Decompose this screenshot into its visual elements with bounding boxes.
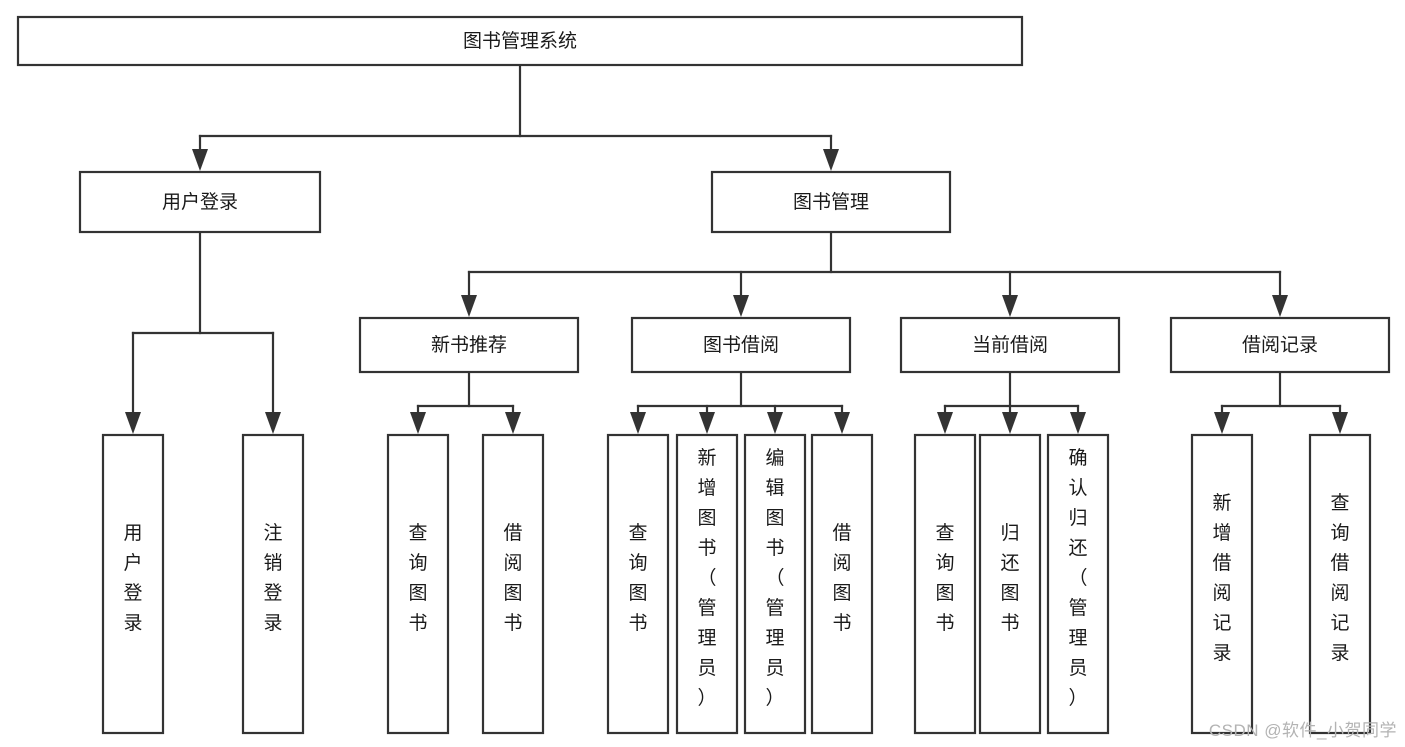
- node-box-leaf-query-record: [1308, 433, 1372, 735]
- arrow-head-icon: [1272, 295, 1288, 317]
- node-leaf-query-book-1[interactable]: 查询图书: [386, 433, 450, 735]
- node-leaf-query-book-3[interactable]: 查询图书: [913, 433, 977, 735]
- node-box-leaf-borrow-book-2: [810, 433, 874, 735]
- node-label-leaf-query-book-1: 查询图书: [408, 522, 427, 634]
- node-label-book-manage: 图书管理: [793, 191, 869, 213]
- arrow-head-icon: [1214, 412, 1230, 434]
- node-box-leaf-confirm-return: [1046, 433, 1110, 735]
- conn-book-manage-fan: [461, 230, 1288, 317]
- node-leaf-add-record[interactable]: 新增借阅记录: [1190, 433, 1254, 735]
- connectors-layer: [125, 63, 1348, 434]
- conn-user-login-fan: [125, 230, 281, 434]
- node-label-book-borrow: 图书借阅: [703, 334, 779, 356]
- conn-current-fan: [937, 370, 1086, 434]
- node-new-book-recommend[interactable]: 新书推荐: [358, 316, 580, 374]
- node-box-current-borrow: [899, 316, 1121, 374]
- node-label-user-login: 用户登录: [162, 191, 238, 213]
- node-box-leaf-add-book: [675, 433, 739, 735]
- node-leaf-borrow-book-2[interactable]: 借阅图书: [810, 433, 874, 735]
- node-label-borrow-record: 借阅记录: [1242, 334, 1318, 356]
- node-label-leaf-return-book: 归还图书: [1000, 522, 1019, 634]
- arrow-head-icon: [1070, 412, 1086, 434]
- node-leaf-add-book[interactable]: 新增图书（管理员）: [675, 433, 739, 735]
- node-box-new-book-recommend: [358, 316, 580, 374]
- node-label-leaf-borrow-book-2: 借阅图书: [832, 522, 851, 634]
- node-label-leaf-add-book: 新增图书（管理员）: [697, 447, 716, 709]
- node-box-leaf-query-book-2: [606, 433, 670, 735]
- node-box-root: [16, 15, 1024, 67]
- node-label-leaf-query-book-3: 查询图书: [935, 522, 954, 634]
- conn-record-fan: [1214, 370, 1348, 434]
- node-leaf-query-record[interactable]: 查询借阅记录: [1308, 433, 1372, 735]
- node-box-leaf-return-book: [978, 433, 1042, 735]
- node-label-leaf-query-record: 查询借阅记录: [1330, 492, 1349, 664]
- node-book-borrow[interactable]: 图书借阅: [630, 316, 852, 374]
- node-leaf-user-logout[interactable]: 注销登录: [241, 433, 305, 735]
- arrow-head-icon: [265, 412, 281, 434]
- node-box-book-manage: [710, 170, 952, 234]
- arrow-head-icon: [192, 149, 208, 171]
- node-root[interactable]: 图书管理系统: [16, 15, 1024, 67]
- arrow-head-icon: [733, 295, 749, 317]
- arrow-head-icon: [630, 412, 646, 434]
- arrow-head-icon: [125, 412, 141, 434]
- arrow-head-icon: [834, 412, 850, 434]
- arrow-head-icon: [410, 412, 426, 434]
- node-book-manage[interactable]: 图书管理: [710, 170, 952, 234]
- node-leaf-borrow-book-1[interactable]: 借阅图书: [481, 433, 545, 735]
- conn-root-fan: [192, 63, 839, 171]
- node-label-leaf-user-logout: 注销登录: [263, 522, 282, 634]
- arrow-head-icon: [699, 412, 715, 434]
- csdn-watermark: CSDN @软件_小贺同学: [1208, 721, 1397, 740]
- conn-recommend-fan: [410, 370, 521, 434]
- node-leaf-user-login[interactable]: 用户登录: [101, 433, 165, 735]
- nodes-layer: 图书管理系统用户登录图书管理新书推荐图书借阅当前借阅借阅记录用户登录注销登录查询…: [16, 15, 1391, 735]
- node-box-book-borrow: [630, 316, 852, 374]
- arrow-head-icon: [505, 412, 521, 434]
- node-box-borrow-record: [1169, 316, 1391, 374]
- node-box-leaf-query-book-3: [913, 433, 977, 735]
- node-box-leaf-borrow-book-1: [481, 433, 545, 735]
- node-label-leaf-add-record: 新增借阅记录: [1212, 492, 1231, 664]
- arrow-head-icon: [1332, 412, 1348, 434]
- arrow-head-icon: [1002, 412, 1018, 434]
- conn-borrow-fan: [630, 370, 850, 434]
- node-label-leaf-confirm-return: 确认归还（管理员）: [1068, 447, 1087, 709]
- node-box-leaf-user-login: [101, 433, 165, 735]
- node-label-new-book-recommend: 新书推荐: [431, 334, 507, 356]
- node-box-leaf-query-book-1: [386, 433, 450, 735]
- node-leaf-confirm-return[interactable]: 确认归还（管理员）: [1046, 433, 1110, 735]
- node-box-leaf-add-record: [1190, 433, 1254, 735]
- arrow-head-icon: [1002, 295, 1018, 317]
- node-current-borrow[interactable]: 当前借阅: [899, 316, 1121, 374]
- node-leaf-edit-book[interactable]: 编辑图书（管理员）: [743, 433, 807, 735]
- node-label-current-borrow: 当前借阅: [972, 334, 1048, 356]
- node-leaf-return-book[interactable]: 归还图书: [978, 433, 1042, 735]
- arrow-head-icon: [767, 412, 783, 434]
- node-label-leaf-query-book-2: 查询图书: [628, 522, 647, 634]
- node-user-login[interactable]: 用户登录: [78, 170, 322, 234]
- node-label-leaf-edit-book: 编辑图书（管理员）: [765, 447, 784, 709]
- node-box-leaf-edit-book: [743, 433, 807, 735]
- node-box-user-login: [78, 170, 322, 234]
- node-box-leaf-user-logout: [241, 433, 305, 735]
- node-label-leaf-user-login: 用户登录: [123, 523, 142, 634]
- arrow-head-icon: [461, 295, 477, 317]
- node-label-root: 图书管理系统: [463, 30, 577, 52]
- node-label-leaf-borrow-book-1: 借阅图书: [503, 522, 522, 634]
- arrow-head-icon: [823, 149, 839, 171]
- arrow-head-icon: [937, 412, 953, 434]
- node-leaf-query-book-2[interactable]: 查询图书: [606, 433, 670, 735]
- node-borrow-record[interactable]: 借阅记录: [1169, 316, 1391, 374]
